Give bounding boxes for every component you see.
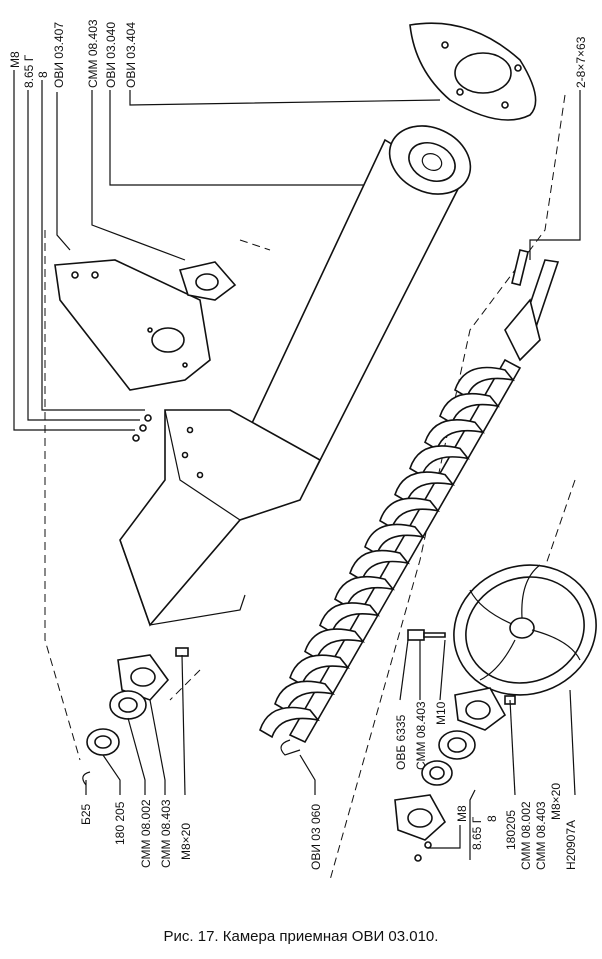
label-m8-top: M8 <box>8 51 22 68</box>
label-group-bottom-left: Б25 180 205 СММ 08.002 СММ 08.403 М8×20 <box>79 799 193 868</box>
group-outline-left <box>44 230 271 761</box>
label-8-bottom: 8 <box>485 815 499 822</box>
label-smm-08002-right: СММ 08.002 <box>519 801 533 870</box>
label-group-bottom-right: М8 8.65 Г 8 180205 СММ 08.002 СММ 08.403… <box>455 783 578 870</box>
shaft <box>504 249 560 362</box>
leader-lines-top <box>13 70 581 431</box>
auger-flight <box>409 445 470 477</box>
label-smm-08403-left: СММ 08.403 <box>159 799 173 868</box>
auger-flight <box>379 497 440 529</box>
label-180205-right: 180205 <box>504 810 518 850</box>
auger-flight <box>289 654 350 686</box>
label-group-top: M8 8.65 Г 8 ОВИ 03.407 СММ 08.403 ОВИ 03… <box>8 19 588 88</box>
auger-flight <box>259 706 320 739</box>
label-ovi-03040: ОВИ 03.040 <box>104 22 118 88</box>
label-8-top: 8 <box>36 71 50 78</box>
pulley <box>453 564 597 696</box>
auger-flight <box>334 575 395 608</box>
side-plate <box>54 259 211 391</box>
label-ovi-03404: ОВИ 03.404 <box>124 22 138 88</box>
label-m10: М10 <box>434 701 448 725</box>
label-n20907a: Н20907А <box>564 820 578 870</box>
auger-flight <box>319 602 380 634</box>
label-ovi-03060: ОВИ 03 060 <box>309 804 323 870</box>
label-ovb-6335: ОВБ 6335 <box>394 714 408 770</box>
assembly-drawing: M8 8.65 Г 8 ОВИ 03.407 СММ 08.403 ОВИ 03… <box>8 19 597 881</box>
label-865g-bottom: 8.65 Г <box>470 816 484 850</box>
flange-plate <box>409 22 537 121</box>
auger <box>259 358 522 756</box>
bolt-m10 <box>407 629 446 641</box>
auger-flight <box>364 523 425 556</box>
label-group-auger: ОВИ 03 060 <box>309 804 323 870</box>
label-b25: Б25 <box>79 803 93 825</box>
auger-flight <box>304 628 365 660</box>
auger-flight <box>349 549 410 582</box>
label-m8x20-left: М8×20 <box>179 823 193 860</box>
auger-flight <box>424 419 485 451</box>
label-180205-left: 180 205 <box>113 801 127 845</box>
auger-flight <box>454 366 515 399</box>
figure-caption: Рис. 17. Камера приемная ОВИ 03.010. <box>163 928 439 945</box>
bearing-stack-right <box>394 687 516 862</box>
auger-flight <box>439 392 500 425</box>
label-m8x20-right: М8×20 <box>549 783 563 820</box>
label-smm-08403-right: СММ 08.403 <box>534 801 548 870</box>
group-outline-right <box>329 94 576 881</box>
leader-lines-bottom <box>85 639 576 860</box>
auger-flight <box>274 680 335 713</box>
auger-flight <box>394 471 455 503</box>
fasteners-top <box>132 414 152 442</box>
label-group-bolt: ОВБ 6335 СММ 08.403 М10 <box>394 701 448 770</box>
label-865g-top: 8.65 Г <box>22 54 36 88</box>
bearing-housing-top <box>178 261 237 301</box>
label-smm-08002-left: СММ 08.002 <box>139 799 153 868</box>
housing <box>119 409 322 627</box>
label-key-size: 2-8×7×63 <box>574 36 588 88</box>
label-smm-08403-bolt: СММ 08.403 <box>414 701 428 770</box>
label-m8-bottom: М8 <box>455 805 469 822</box>
bearing-stack-left <box>82 647 189 786</box>
label-ovi-03407: ОВИ 03.407 <box>52 22 66 88</box>
label-smm-08403-top: СММ 08.403 <box>86 19 100 88</box>
